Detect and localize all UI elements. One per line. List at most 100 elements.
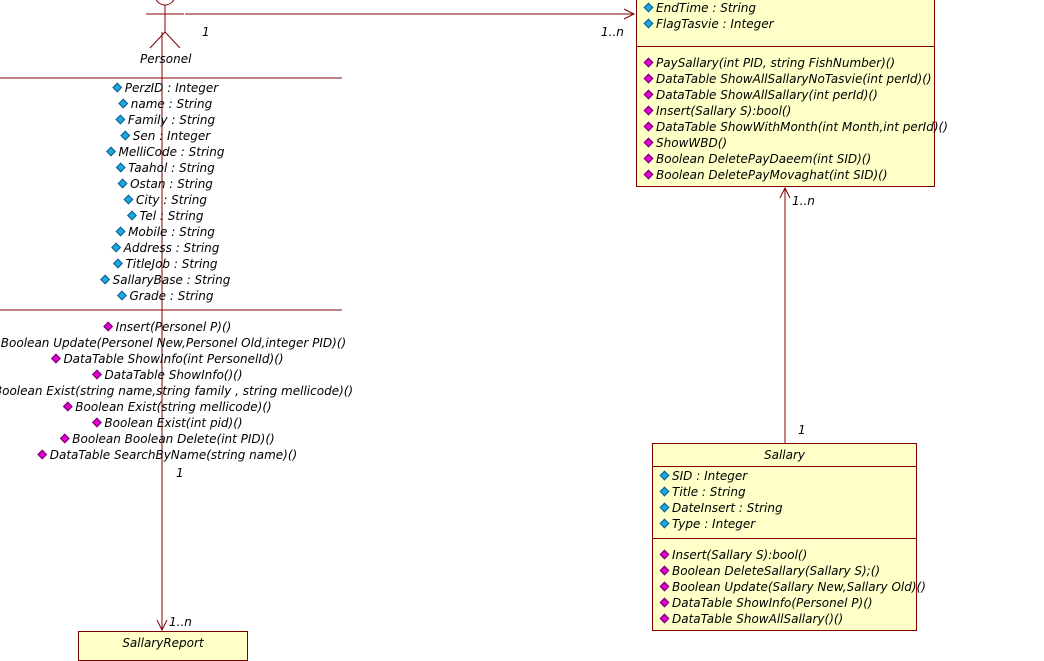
operation-label: Boolean DeleteSallary(Sallary S);() xyxy=(672,564,881,578)
attribute-row[interactable]: Tel : String xyxy=(127,208,204,224)
sallary-name-separator xyxy=(653,466,916,467)
actor-figure xyxy=(146,0,184,49)
attribute-row[interactable]: name : String xyxy=(118,96,213,112)
attribute-row[interactable]: FlagTasvie : Integer xyxy=(643,16,774,32)
attribute-label: PerzID : Integer xyxy=(124,81,219,95)
operation-diamond-icon xyxy=(91,417,102,428)
operation-diamond-icon xyxy=(659,565,670,576)
operation-row[interactable]: Boolean Update(Sallary New,Sallary Old)(… xyxy=(659,579,926,595)
attribute-label: Type : Integer xyxy=(672,517,756,531)
sallary-class-name: Sallary xyxy=(763,448,806,462)
attribute-row[interactable]: DateInsert : String xyxy=(659,500,783,516)
attribute-row[interactable]: Type : Integer xyxy=(659,516,756,532)
attribute-diamond-icon xyxy=(112,82,123,93)
operation-label: Insert(Personel P)() xyxy=(115,320,232,334)
attribute-row[interactable]: PerzID : Integer xyxy=(112,80,219,96)
operation-label: DataTable ShowAllSallaryNoTasvie(int per… xyxy=(656,72,932,86)
operation-label: DataTable ShowInfo()() xyxy=(104,368,243,382)
operation-row[interactable]: DataTable ShowWithMonth(int Month,int pe… xyxy=(643,119,948,135)
operation-row[interactable]: Boolean Update(Personel New,Personel Old… xyxy=(0,335,346,351)
top-class-box[interactable]: StartTime : StringEndTime : StringFlagTa… xyxy=(636,0,948,187)
operation-row[interactable]: DataTable ShowInfo(int PersonelId)() xyxy=(50,351,284,367)
attribute-diamond-icon xyxy=(115,226,126,237)
operation-diamond-icon xyxy=(643,169,654,180)
attribute-row[interactable]: EndTime : String xyxy=(643,0,756,16)
attribute-diamond-icon xyxy=(115,162,126,173)
assoc-personel-report-arrowhead xyxy=(156,619,168,632)
attribute-label: FlagTasvie : Integer xyxy=(656,17,774,31)
attribute-diamond-icon xyxy=(127,210,137,221)
attribute-label: Ostan : String xyxy=(130,177,213,191)
operation-row[interactable]: Boolean DeleteSallary(Sallary S);() xyxy=(659,563,881,579)
operation-row[interactable]: Insert(Sallary S):bool() xyxy=(643,103,791,119)
attribute-row[interactable]: Address : String xyxy=(111,240,219,256)
operation-row[interactable]: Boolean Boolean Delete(int PID)() xyxy=(59,431,275,447)
operation-label: PaySallary(int PID, string FishNumber)() xyxy=(656,56,896,70)
operation-diamond-icon xyxy=(643,121,654,132)
mult-personel-report-lower: 1..n xyxy=(169,615,192,629)
attribute-row[interactable]: MelliCode : String xyxy=(106,144,224,160)
attribute-diamond-icon xyxy=(659,470,670,481)
attribute-label: Taahol : String xyxy=(128,161,215,175)
operation-row[interactable]: DataTable ShowAllSallary()() xyxy=(659,611,843,627)
operation-label: Boolean Update(Sallary New,Sallary Old)(… xyxy=(672,580,926,594)
operation-diamond-icon xyxy=(643,137,654,148)
attribute-diamond-icon xyxy=(643,18,654,29)
mult-top-sallary-upper: 1..n xyxy=(792,194,815,208)
operation-diamond-icon xyxy=(659,613,670,624)
assoc-personel-top-arrowhead xyxy=(623,8,636,20)
operation-row[interactable]: DataTable ShowInfo()() xyxy=(92,367,243,383)
operation-label: Boolean Exist(string name,string family … xyxy=(0,384,354,398)
operation-row[interactable]: DataTable SearchByName(string name)() xyxy=(37,447,297,463)
attribute-row[interactable]: Taahol : String xyxy=(115,160,215,176)
operation-row[interactable]: PaySallary(int PID, string FishNumber)() xyxy=(643,55,896,71)
attribute-diamond-icon xyxy=(113,258,123,269)
attribute-row[interactable]: Grade : String xyxy=(117,288,214,304)
attribute-diamond-icon xyxy=(120,130,131,141)
attribute-diamond-icon xyxy=(111,242,122,253)
operation-diamond-icon xyxy=(643,73,654,84)
attribute-row[interactable]: Ostan : String xyxy=(117,176,213,192)
attribute-label: Tel : String xyxy=(139,209,204,223)
mult-top-sallary-lower: 1 xyxy=(798,423,806,437)
attribute-diamond-icon xyxy=(115,114,126,125)
attribute-row[interactable]: Title : String xyxy=(659,484,746,500)
operation-row[interactable]: DataTable ShowInfo(Personel P)() xyxy=(659,595,873,611)
sallary-attr-separator xyxy=(653,538,916,539)
mult-personel-top-right: 1..n xyxy=(601,25,624,39)
operation-diamond-icon xyxy=(659,597,670,608)
operation-row[interactable]: Boolean DeletePayDaeem(int SID)() xyxy=(643,151,871,167)
attribute-label: name : String xyxy=(130,97,213,111)
attribute-label: Mobile : String xyxy=(128,225,215,239)
attribute-row[interactable]: Family : String xyxy=(115,112,215,128)
attribute-diamond-icon xyxy=(106,146,116,157)
operation-row[interactable]: Boolean DeletePayMovaghat(int SID)() xyxy=(643,167,888,183)
attribute-row[interactable]: TitleJob : String xyxy=(113,256,218,272)
actor-name[interactable]: Personel xyxy=(140,52,192,66)
operation-row[interactable]: Boolean Exist(string name,string family … xyxy=(0,383,353,399)
attribute-row[interactable]: Sen : Integer xyxy=(120,128,210,144)
attribute-label: Title : String xyxy=(672,485,746,499)
attribute-row[interactable]: City : String xyxy=(123,192,207,208)
operation-diamond-icon xyxy=(643,89,654,100)
operation-diamond-icon xyxy=(643,153,654,164)
sallary-report-box[interactable]: SallaryReport xyxy=(78,631,248,661)
mult-personel-top-left: 1 xyxy=(202,25,210,39)
attribute-row[interactable]: SID : Integer xyxy=(659,468,747,484)
operation-row[interactable]: DataTable ShowAllSallaryNoTasvie(int per… xyxy=(643,71,932,87)
attribute-row[interactable]: SallaryBase : String xyxy=(100,272,231,288)
operation-row[interactable]: Insert(Sallary S):bool() xyxy=(659,547,807,563)
attribute-diamond-icon xyxy=(117,290,127,301)
operation-row[interactable]: DataTable ShowAllSallary(int perId)() xyxy=(643,87,878,103)
operation-diamond-icon xyxy=(59,433,70,444)
operation-row[interactable]: Boolean Exist(int pid)() xyxy=(91,415,243,431)
operation-row[interactable]: ShowWBD() xyxy=(643,135,727,151)
operation-diamond-icon xyxy=(62,401,73,412)
operation-row[interactable]: Insert(Personel P)() xyxy=(103,319,232,335)
operation-diamond-icon xyxy=(92,369,102,380)
attribute-label: SallaryBase : String xyxy=(112,273,231,287)
attribute-diamond-icon xyxy=(100,274,111,285)
operation-row[interactable]: Boolean Exist(string mellicode)() xyxy=(62,399,272,415)
attribute-row[interactable]: Mobile : String xyxy=(115,224,215,240)
